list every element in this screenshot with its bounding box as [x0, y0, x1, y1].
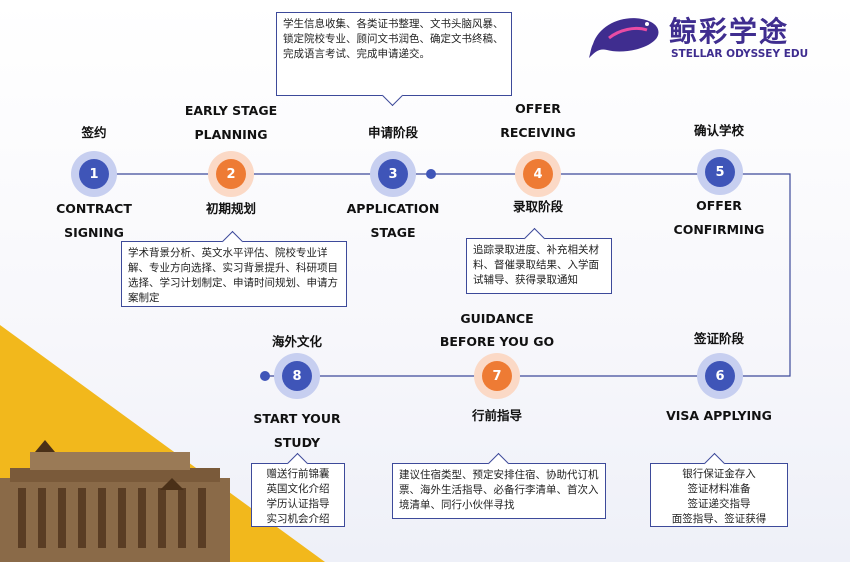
step1-label-en2: SIGNING	[64, 225, 124, 240]
step4-node: 4	[515, 151, 561, 197]
step4-label-cn: 录取阶段	[512, 199, 563, 214]
step8-label-cn: 海外文化	[271, 334, 322, 349]
study-item: 英国文化介绍	[266, 483, 330, 495]
step6-label-en1: VISA APPLYING	[666, 408, 772, 423]
step6-node: 6	[697, 353, 743, 399]
study-item: 实习机会介绍	[266, 513, 330, 525]
step3-label-en2: STAGE	[370, 225, 416, 240]
step3-label-cn: 申请阶段	[367, 125, 418, 140]
building-illustration	[0, 440, 230, 562]
offer-box: 追踪录取进度、补充相关材料、督催录取结果、入学面试辅导、获得录取通知	[466, 227, 612, 294]
step5-number: 5	[705, 157, 735, 187]
application-box-text: 学生信息收集、各类证书整理、文书头脑风暴、锁定院校专业、顾问文书润色、确定文书终…	[283, 18, 504, 60]
brand-name-en: STELLAR ODYSSEY EDU	[671, 48, 809, 60]
step5-label-en2: CONFIRMING	[673, 222, 765, 237]
step2-number: 2	[216, 159, 246, 189]
step7-node: 7	[474, 353, 520, 399]
guidance-box: 建议住宿类型、预定安排住宿、协助代订机票、海外生活指导、必备行李清单、首次入境清…	[392, 452, 606, 519]
step1-node: 1	[71, 151, 117, 197]
connector-dot	[426, 169, 436, 179]
step8-node: 8	[274, 353, 320, 399]
step7-number: 7	[482, 361, 512, 391]
step8-label-en2: STUDY	[273, 435, 321, 450]
step3-label-en1: APPLICATION	[346, 201, 440, 216]
step7-label-cn: 行前指导	[471, 408, 522, 423]
step4-label-en1: OFFER	[515, 101, 561, 116]
guidance-box-text: 建议住宿类型、预定安排住宿、协助代订机票、海外生活指导、必备行李清单、首次入境清…	[399, 469, 599, 511]
connector-dot	[260, 371, 270, 381]
whale-logo-icon	[589, 18, 659, 58]
step2-label-en1: EARLY STAGE	[184, 103, 278, 118]
visa-box: 银行保证金存入 签证材料准备 签证递交指导 面签指导、签证获得	[650, 452, 788, 527]
step1-label-cn: 签约	[81, 125, 107, 140]
step3-node: 3	[370, 151, 416, 197]
step2-label-en2: PLANNING	[194, 127, 268, 142]
planning-box: 学术背景分析、英文水平评估、院校专业详解、专业方向选择、实习背景提升、科研项目选…	[121, 230, 347, 307]
step8-label-en1: START YOUR	[253, 411, 341, 426]
step7-label-en1: GUIDANCE	[460, 311, 534, 326]
visa-item: 签证材料准备	[687, 483, 751, 495]
planning-box-text: 学术背景分析、英文水平评估、院校专业详解、专业方向选择、实习背景提升、科研项目选…	[128, 247, 338, 304]
step5-label-cn: 确认学校	[693, 123, 744, 138]
logo: 鲸彩学途 STELLAR ODYSSEY EDU	[585, 4, 845, 64]
step5-node: 5	[697, 149, 743, 195]
study-item: 学历认证指导	[266, 498, 330, 510]
step7-label-en2: BEFORE YOU GO	[439, 334, 555, 349]
study-item: 赠送行前锦囊	[266, 468, 330, 480]
study-box: 赠送行前锦囊 英国文化介绍 学历认证指导 实习机会介绍	[251, 452, 345, 527]
visa-item: 银行保证金存入	[682, 468, 756, 480]
step1-number: 1	[79, 159, 109, 189]
step6-label-cn: 签证阶段	[693, 331, 744, 346]
step2-node: 2	[208, 151, 254, 197]
step1-label-en1: CONTRACT	[56, 201, 132, 216]
step4-number: 4	[523, 159, 553, 189]
step2-label-cn: 初期规划	[205, 201, 256, 216]
brand-name-cn: 鲸彩学途	[669, 15, 790, 48]
offer-box-text: 追踪录取进度、补充相关材料、督催录取结果、入学面试辅导、获得录取通知	[473, 244, 599, 286]
step5-label-en1: OFFER	[696, 198, 742, 213]
step4-label-en2: RECEIVING	[500, 125, 576, 140]
application-stage-box: 学生信息收集、各类证书整理、文书头脑风暴、锁定院校专业、顾问文书润色、确定文书终…	[276, 12, 512, 107]
step8-number: 8	[282, 361, 312, 391]
step3-number: 3	[378, 159, 408, 189]
visa-item: 签证递交指导	[687, 498, 751, 510]
step6-number: 6	[705, 361, 735, 391]
visa-item: 面签指导、签证获得	[671, 513, 767, 525]
